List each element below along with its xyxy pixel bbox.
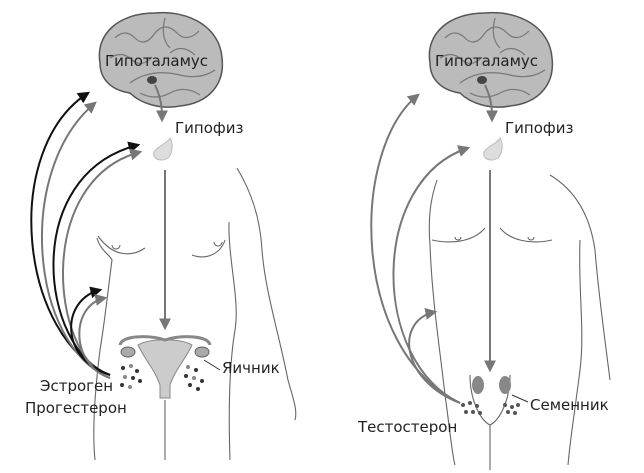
hypothalamus-to-pituitary-arrow: [154, 84, 168, 123]
female-body-outline: [93, 167, 297, 461]
testis-pointer: [511, 394, 529, 403]
hypothalamus-to-pituitary-arrow: [484, 84, 498, 123]
male-body-outline: [428, 174, 611, 470]
feedback-arrow-hypothalamus: [370, 93, 461, 404]
testis-icon-left: [472, 376, 484, 394]
ovary-label: Яичник: [222, 359, 280, 377]
testis-icon-right: [499, 376, 511, 394]
progesterone-label: Прогестерон: [25, 399, 127, 417]
pituitary-icon: [483, 137, 503, 161]
pituitary-label: Гипофиз: [505, 119, 573, 137]
hormone-dots-left: [120, 364, 142, 389]
feedback-arrow-body-gray: [78, 294, 111, 379]
male-panel: Гипоталамус Гипофиз Семенник Тестостерон: [357, 11, 611, 470]
feedback-arrow-hypothalamus-gray: [40, 101, 111, 379]
feedback-arrow-pituitary: [392, 145, 471, 404]
testosterone-label: Тестостерон: [357, 418, 457, 436]
hypothalamus-label: Гипоталамус: [435, 52, 538, 70]
testis-label: Семенник: [530, 396, 609, 414]
ovary-pointer: [203, 359, 221, 371]
hormone-dots-right: [503, 403, 520, 415]
hormone-dots-right: [184, 365, 204, 391]
feedback-arrow-body: [408, 308, 461, 404]
pituitary-icon: [153, 137, 173, 161]
feedback-arrow-body-black: [70, 286, 111, 376]
uterus-icon: [118, 335, 212, 399]
hypothalamus-label: Гипоталамус: [105, 52, 208, 70]
hormone-dots-left: [461, 401, 482, 415]
estrogen-label: Эстроген: [40, 377, 113, 395]
pituitary-label: Гипофиз: [175, 119, 243, 137]
female-panel: Гипоталамус Гипофиз Яичник Эстроген Прог…: [25, 11, 297, 461]
